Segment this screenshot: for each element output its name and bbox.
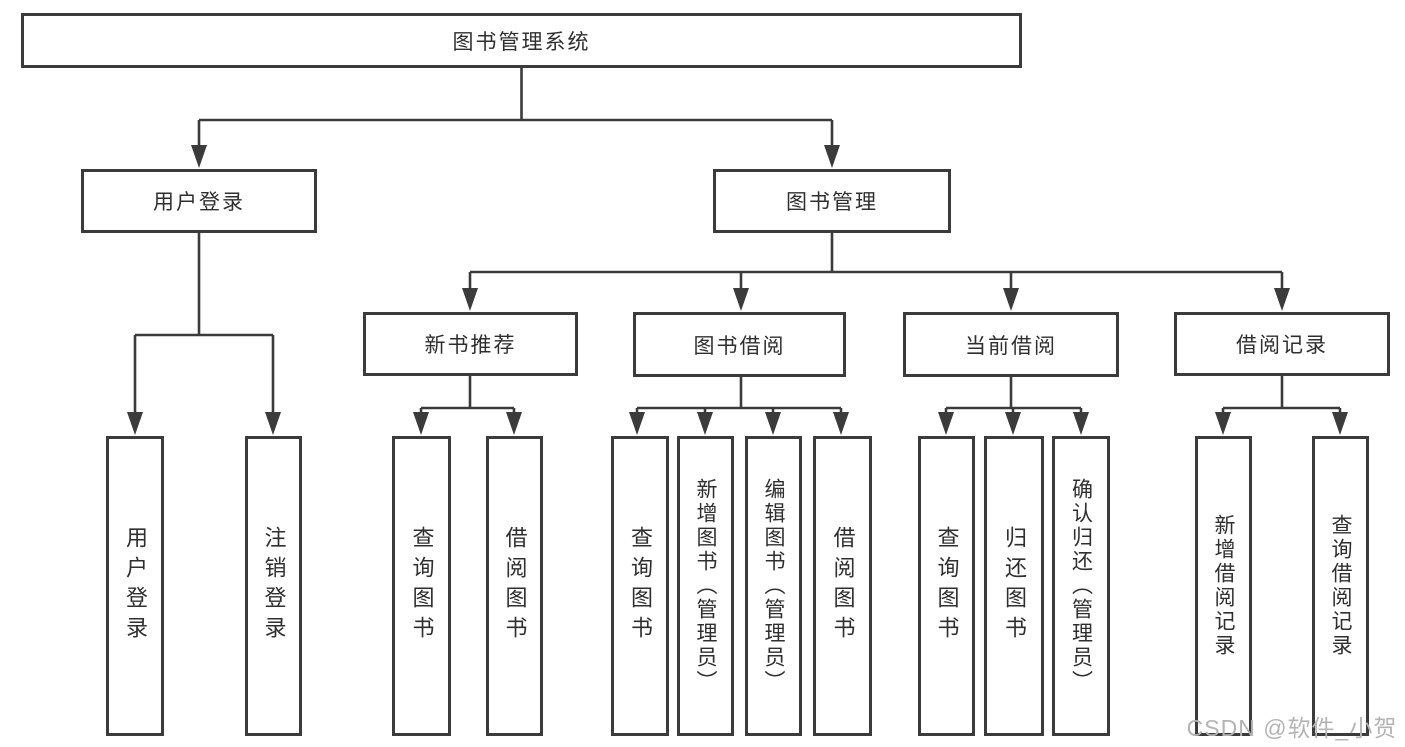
node-label: 编辑图书（管理员） [762,478,785,694]
node-label: 用户登录 [123,526,148,646]
node-library-management-system: 图书管理系统 [21,13,1022,68]
arrow-down-icon [629,412,645,435]
node-label: 借阅图书 [830,526,856,646]
leaf-add-books-admin: 新增图书（管理员） [677,436,734,736]
connector-new-book-recommendation-branch [413,376,522,435]
leaf-user-login: 用户登录 [106,436,164,736]
connector-user-login-branch [127,233,281,435]
arrow-down-icon [833,412,849,435]
watermark: CSDN @软件_小贺同学 [1186,715,1398,741]
node-label: 注销登录 [261,526,287,646]
node-label: 查询图书 [409,526,435,646]
node-label: 图书管理系统 [452,30,591,54]
connector-book-borrowing-branch [629,376,849,435]
leaf-confirm-return-admin: 确认归还（管理员） [1052,436,1110,736]
arrow-down-icon [462,288,478,311]
leaf-logout: 注销登录 [245,436,302,736]
arrow-down-icon [733,288,749,311]
node-label: 当前借阅 [965,334,1057,358]
leaf-borrow-books: 借阅图书 [813,436,872,736]
arrow-down-icon [413,412,429,435]
leaf-query-books: 查询图书 [611,436,669,736]
arrow-down-icon [765,412,781,435]
node-label: 借阅图书 [502,526,528,646]
node-new-book-recommendation: 新书推荐 [363,312,578,376]
arrow-down-icon [1215,412,1231,435]
node-label: 新增图书（管理员） [694,478,717,694]
arrow-down-icon [1073,412,1089,435]
leaf-edit-books-admin: 编辑图书（管理员） [745,436,802,736]
node-label: 查询借阅记录 [1329,514,1352,658]
arrow-down-icon [127,412,143,435]
arrow-down-icon [697,412,713,435]
node-borrowing-records: 借阅记录 [1174,312,1390,376]
arrow-down-icon [1274,288,1290,311]
arrow-down-icon [506,412,522,435]
node-label: 用户登录 [153,191,245,214]
arrow-down-icon [191,145,207,168]
node-label: 查询图书 [934,526,960,646]
arrow-down-icon [1003,288,1019,311]
node-book-management: 图书管理 [713,169,951,233]
connector-root-to-level2 [191,68,840,168]
arrow-down-icon [938,412,954,435]
connector-borrowing-records-branch [1215,376,1348,435]
leaf-add-borrow-record: 新增借阅记录 [1195,436,1252,736]
leaf-borrow-books: 借阅图书 [486,436,543,736]
node-book-borrowing: 图书借阅 [633,312,846,377]
node-label: 新书推荐 [424,334,517,357]
node-user-login: 用户登录 [81,169,317,233]
arrow-down-icon [1332,412,1348,435]
node-label: 归还图书 [1002,526,1027,646]
arrow-down-icon [1005,412,1021,435]
leaf-query-books: 查询图书 [392,436,451,736]
node-label: 新增借阅记录 [1212,514,1235,658]
leaf-query-books: 查询图书 [918,436,975,736]
arrow-down-icon [824,145,840,168]
leaf-return-books: 归还图书 [984,436,1044,736]
leaf-query-borrow-record: 查询借阅记录 [1312,436,1369,736]
node-label: 图书管理 [786,191,878,214]
connector-book-management-branch [462,233,1290,311]
node-label: 借阅记录 [1236,334,1328,357]
node-label: 确认归还（管理员） [1069,478,1093,694]
node-label: 查询图书 [628,526,653,646]
node-current-borrowing: 当前借阅 [903,312,1119,377]
arrow-down-icon [265,412,281,435]
connector-current-borrowing-branch [938,376,1089,435]
node-label: 图书借阅 [693,334,786,358]
